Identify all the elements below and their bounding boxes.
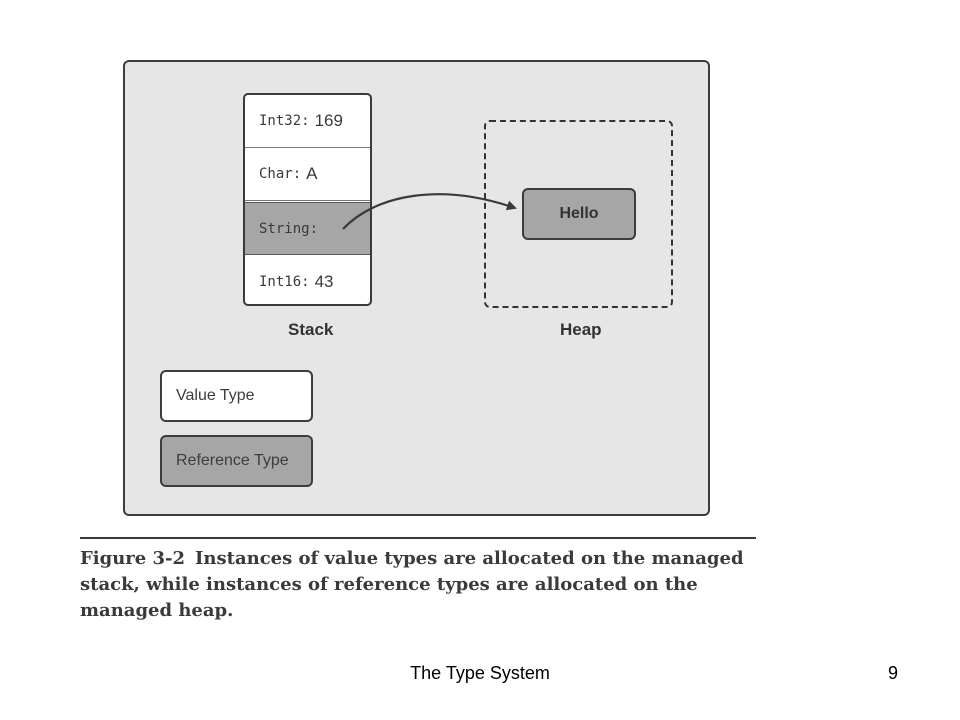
page-number: 9 [888,663,899,683]
stack-cell-type-name: Int32: [259,113,310,129]
stack-cell-type-name: Int16: [259,273,310,290]
stack-column: Int32: 169 Char: A String: Int16: 43 [243,93,372,306]
caption-rule [80,537,756,539]
legend-reference-type: Reference Type [160,435,313,487]
slide-title: The Type System [410,663,550,683]
stack-cell-type-name: String: [259,220,319,237]
stack-cell-int16: Int16: 43 [245,255,370,304]
figure-number: Figure 3-2 [80,548,186,569]
stack-cell-value: 43 [314,271,334,291]
stack-cell-value: A [306,164,318,183]
stack-cell-int32: Int32: 169 [245,95,370,148]
stack-cell-value: 169 [314,111,343,130]
stack-cell-type-name: Char: [259,166,302,182]
heap-label: Heap [560,320,602,339]
stack-cell-char: Char: A [245,148,370,201]
stack-cell-string: String: [245,202,370,255]
stack-label: Stack [288,320,334,339]
caption-text: Instances of value types are allocated o… [80,548,744,621]
heap-object-hello: Hello [522,188,636,240]
legend-value-type: Value Type [160,370,313,422]
